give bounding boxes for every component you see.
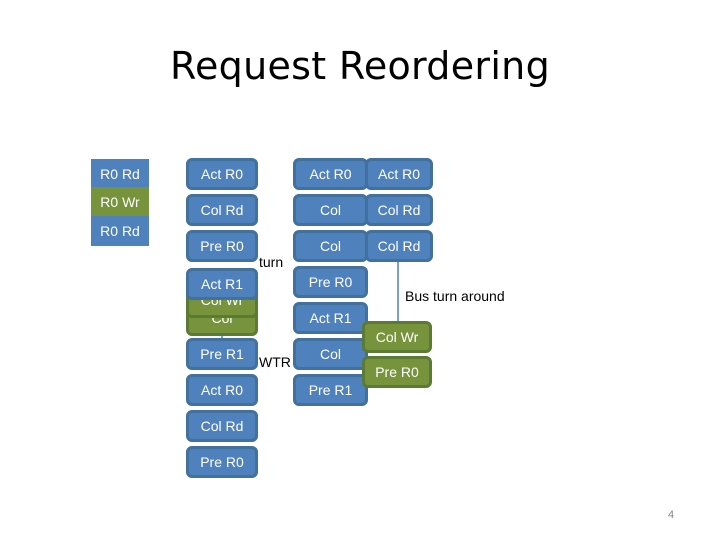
col2-act-r0: Act R0 (293, 158, 368, 190)
col1-pre-r1: Pre R1 (186, 338, 258, 370)
col1-act-r0-2: Act R0 (186, 374, 258, 406)
col2-col-c: Col (293, 338, 368, 370)
col1-pre-r0: Pre R0 (186, 230, 258, 262)
request-r0-wr: R0 Wr (91, 187, 149, 217)
col3-pre-r0: Pre R0 (362, 356, 432, 388)
col1-act-r0: Act R0 (186, 158, 258, 190)
wtr-note-partial: WTR (259, 354, 291, 370)
col1-act-r1: Act R1 (186, 268, 258, 300)
col2-col-a: Col (293, 194, 368, 226)
col3-act-r0: Act R0 (365, 158, 433, 190)
col2-pre-r0: Pre R0 (293, 266, 368, 298)
bus-turn-note-partial: turn (259, 254, 284, 270)
request-r0-rd-2: R0 Rd (91, 216, 149, 246)
col1-col-rd-2: Col Rd (186, 410, 258, 442)
col3-col-wr: Col Wr (362, 321, 432, 353)
bus-turn-around-note: Bus turn around (405, 288, 505, 304)
col3-col-rd-b: Col Rd (365, 230, 433, 262)
col2-act-r1: Act R1 (293, 302, 368, 334)
col3-col-rd-a: Col Rd (365, 194, 433, 226)
slide-title: Request Reordering (169, 44, 550, 88)
col2-col-b: Col (293, 230, 368, 262)
slide-number: 4 (668, 509, 675, 521)
request-r0-rd: R0 Rd (91, 159, 149, 189)
col1-col-rd: Col Rd (186, 194, 258, 226)
col1-pre-r0-2: Pre R0 (186, 446, 258, 478)
col2-pre-r1: Pre R1 (293, 374, 368, 406)
